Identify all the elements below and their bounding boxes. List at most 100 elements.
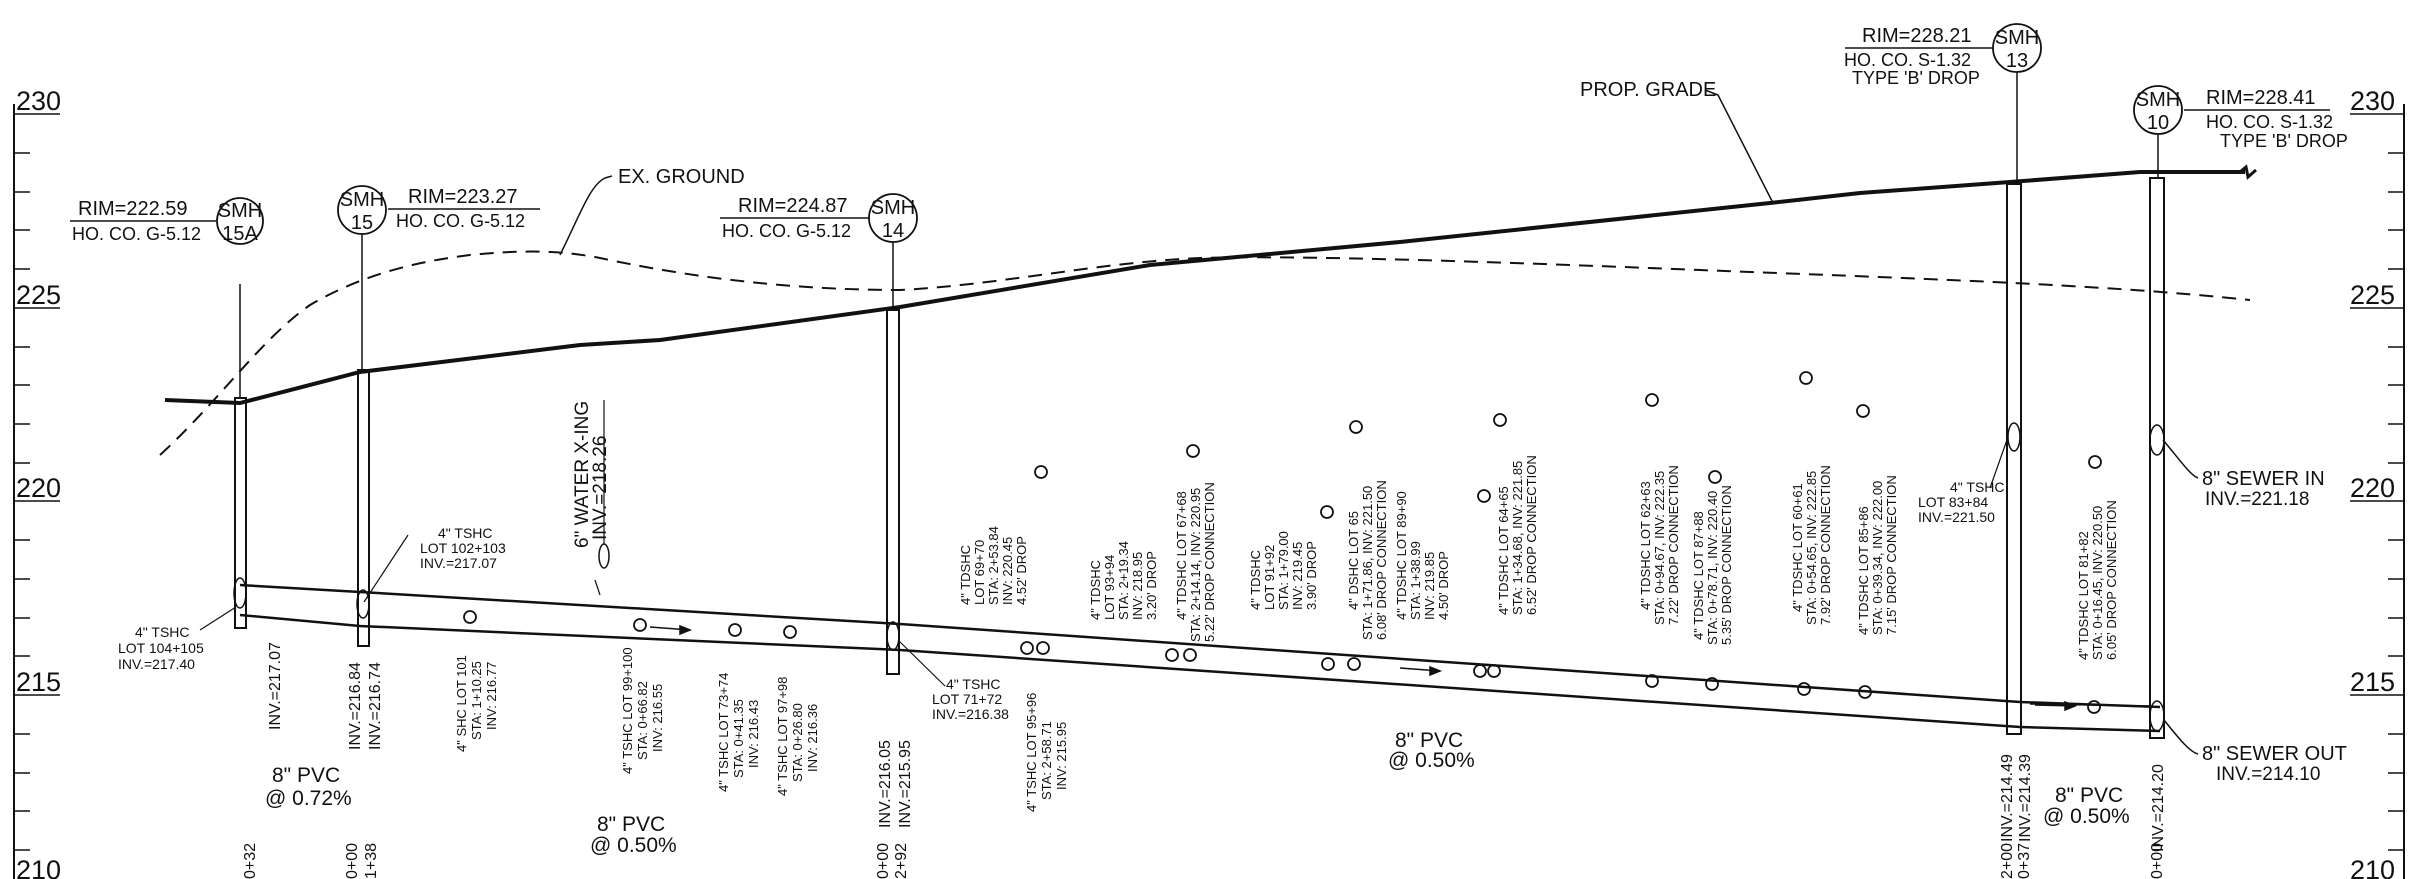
smh15-id-bottom: 15 <box>351 212 373 234</box>
svg-text:LOT 83+84: LOT 83+84 <box>1918 494 1988 510</box>
smh15-hood: HO. CO. G-5.12 <box>396 211 525 231</box>
svg-text:4" TDSHC LOT 85+86: 4" TDSHC LOT 85+86 <box>1856 506 1871 635</box>
smh13-hood: HO. CO. S-1.32 <box>1844 50 1971 70</box>
elev-label-230-right: 230 <box>2350 86 2395 116</box>
elev-label-215-left: 215 <box>16 667 61 697</box>
elev-label-230-left: 230 <box>16 86 61 116</box>
svg-text:INV.=217.40: INV.=217.40 <box>118 656 195 672</box>
note-lot102: 4" TSHC LOT 102+103 INV.=217.07 <box>363 525 506 603</box>
callout-sewer-out: 8" SEWER OUT INV.=214.10 <box>2163 719 2347 785</box>
svg-text:7.92' DROP CONNECTION: 7.92' DROP CONNECTION <box>1818 465 1833 625</box>
svg-text:LOT 102+103: LOT 102+103 <box>420 540 506 556</box>
svg-text:STA: 1+71.86, INV: 221.50: STA: 1+71.86, INV: 221.50 <box>1360 486 1375 640</box>
note-lot83: 4" TSHC LOT 83+84 INV.=221.50 <box>1918 436 2009 525</box>
svg-text:7.22' DROP CONNECTION: 7.22' DROP CONNECTION <box>1666 465 1681 625</box>
drop-connection-markers <box>1034 371 2102 519</box>
note-lot62: 4" TDSHC LOT 62+63 STA: 0+94.67, INV: 22… <box>1638 465 1681 625</box>
svg-text:0+00: 0+00 <box>2149 843 2166 879</box>
svg-text:4" TDSHC: 4" TDSHC <box>958 545 973 605</box>
smh10-id-top: SMH <box>2136 89 2180 111</box>
note-lot97: 4" TSHC LOT 97+98 STA: 0+26.80 INV: 216.… <box>775 677 820 796</box>
note-lot67: 4" TDSHC LOT 67+68 STA: 2+14.14, INV: 22… <box>1174 482 1217 642</box>
svg-text:INV.=216.74: INV.=216.74 <box>367 662 384 750</box>
svg-text:8" PVC: 8" PVC <box>272 764 340 787</box>
svg-text:3.90' DROP: 3.90' DROP <box>1304 541 1319 610</box>
smh13-id-top: SMH <box>1995 27 2039 49</box>
svg-text:4.52' DROP: 4.52' DROP <box>1014 536 1029 605</box>
svg-text:5.22' DROP CONNECTION: 5.22' DROP CONNECTION <box>1202 482 1217 642</box>
svg-text:4" DSHC LOT 65: 4" DSHC LOT 65 <box>1346 511 1361 610</box>
svg-text:4" TSHC: 4" TSHC <box>438 525 493 541</box>
svg-text:INV.=214.39: INV.=214.39 <box>2017 754 2034 842</box>
svg-text:INV: 216.77: INV: 216.77 <box>484 662 499 730</box>
smh15a-id-top: SMH <box>218 200 262 222</box>
svg-text:INV: 216.43: INV: 216.43 <box>746 700 761 768</box>
manhole-smh13: SMH 13 RIM=228.21 HO. CO. S-1.32 TYPE 'B… <box>1844 23 2042 735</box>
manhole-smh15: SMH 15 RIM=223.27 HO. CO. G-5.12 <box>337 185 540 647</box>
smh14-rim: RIM=224.87 <box>738 195 848 217</box>
elev-label-220-left: 220 <box>16 473 61 503</box>
smh15a-rim: RIM=222.59 <box>78 198 188 220</box>
vertical-stations: 0+32 0+00 1+38 0+00 2+92 2+00 0+37 0+00 <box>242 843 2166 879</box>
svg-text:0+00: 0+00 <box>875 843 892 879</box>
note-lot85: 4" TDSHC LOT 85+86 STA: 0+39.34, INV: 22… <box>1856 475 1899 635</box>
svg-text:6.08' DROP CONNECTION: 6.08' DROP CONNECTION <box>1374 480 1389 640</box>
svg-text:INV.=214.20: INV.=214.20 <box>2150 764 2167 852</box>
existing-ground-line <box>159 250 2251 456</box>
svg-text:INV: 219.45: INV: 219.45 <box>1290 542 1305 610</box>
svg-text:4" TSHC: 4" TSHC <box>946 676 1001 692</box>
svg-text:INV: 220.45: INV: 220.45 <box>1000 537 1015 605</box>
note-lot87: 4" TDSHC LOT 87+88 STA: 0+78.71, INV: 22… <box>1691 485 1734 645</box>
note-lot93: 4" TDSHC LOT 93+94 STA: 2+19.34 INV: 218… <box>1088 541 1159 620</box>
svg-text:STA: 0+54.65, INV: 222.85: STA: 0+54.65, INV: 222.85 <box>1804 471 1819 625</box>
svg-text:0+32: 0+32 <box>242 843 259 879</box>
callout-ex-ground: EX. GROUND <box>559 166 745 256</box>
svg-text:INV.=217.07: INV.=217.07 <box>267 642 284 730</box>
svg-text:STA: 0+66.82: STA: 0+66.82 <box>635 681 650 760</box>
sewer-in-inv: INV.=221.18 <box>2205 489 2309 510</box>
elev-label-210-left: 210 <box>16 855 61 879</box>
svg-text:4" TDSHC: 4" TDSHC <box>1088 560 1103 620</box>
water-xing-label: 6" WATER X-ING <box>572 401 593 548</box>
svg-text:8" PVC: 8" PVC <box>597 813 665 836</box>
svg-text:4" TDSHC LOT 60+61: 4" TDSHC LOT 60+61 <box>1790 483 1805 612</box>
svg-text:4" TSHC LOT 95+96: 4" TSHC LOT 95+96 <box>1024 693 1039 812</box>
svg-text:4" TDSHC LOT 81+82: 4" TDSHC LOT 81+82 <box>2076 531 2091 660</box>
sewer-out-inv: INV.=214.10 <box>2216 764 2320 785</box>
svg-text:INV.=217.07: INV.=217.07 <box>420 555 497 571</box>
note-lot71: 4" TSHC LOT 71+72 INV.=216.38 <box>897 639 1009 722</box>
smh14-id-bottom: 14 <box>882 220 904 242</box>
svg-text:STA: 2+58.71: STA: 2+58.71 <box>1039 721 1054 800</box>
svg-text:STA: 1+10.25: STA: 1+10.25 <box>469 661 484 740</box>
right-elevation-scale: 230 225 220 215 210 <box>2350 86 2405 879</box>
svg-text:4" TDSHC LOT 89+90: 4" TDSHC LOT 89+90 <box>1394 491 1409 620</box>
manhole-smh10: SMH 10 RIM=228.41 HO. CO. S-1.32 TYPE 'B… <box>2133 85 2348 739</box>
service-connection-markers <box>463 610 2101 714</box>
svg-text:4" TSHC LOT 73+74: 4" TSHC LOT 73+74 <box>716 673 731 792</box>
smh13-drop: TYPE 'B' DROP <box>1852 68 1980 88</box>
smh10-id-bottom: 10 <box>2147 112 2169 134</box>
svg-text:0+37: 0+37 <box>2016 843 2033 879</box>
svg-text:4" TSHC: 4" TSHC <box>1950 479 2005 495</box>
pipe-label-4: 8" PVC @ 0.50% <box>2043 784 2130 828</box>
left-elevation-scale: 230 225 220 215 210 <box>13 86 61 879</box>
smh15-rim: RIM=223.27 <box>408 186 518 208</box>
smh13-id-bottom: 13 <box>2006 50 2028 72</box>
svg-text:4" TDSHC LOT 64+65: 4" TDSHC LOT 64+65 <box>1496 486 1511 615</box>
sewer-in-label: 8" SEWER IN <box>2202 468 2325 490</box>
callout-sewer-in: 8" SEWER IN INV.=221.18 <box>2162 439 2325 510</box>
svg-text:STA: 1+38.99: STA: 1+38.99 <box>1408 541 1423 620</box>
svg-text:8" PVC: 8" PVC <box>1395 729 1463 752</box>
svg-text:STA: 2+19.34: STA: 2+19.34 <box>1116 541 1131 620</box>
svg-text:1+38: 1+38 <box>363 843 380 879</box>
elev-label-225-left: 225 <box>16 280 61 310</box>
svg-text:STA: 0+39.34, INV: 222.00: STA: 0+39.34, INV: 222.00 <box>1870 481 1885 635</box>
svg-text:@ 0.72%: @ 0.72% <box>265 787 352 810</box>
svg-text:6.05' DROP CONNECTION: 6.05' DROP CONNECTION <box>2104 500 2119 660</box>
note-lot64: 4" TDSHC LOT 64+65 STA: 1+34.68, INV: 22… <box>1496 455 1539 615</box>
pipe-label-1: 8" PVC @ 0.72% <box>265 764 352 810</box>
note-lot91: 4" TDSHC LOT 91+92 STA: 1+79.00 INV: 219… <box>1248 531 1319 610</box>
svg-text:4" TSHC: 4" TSHC <box>135 624 190 640</box>
svg-text:4" TSHC LOT 99+100: 4" TSHC LOT 99+100 <box>620 647 635 774</box>
smh10-hood: HO. CO. S-1.32 <box>2206 112 2333 132</box>
